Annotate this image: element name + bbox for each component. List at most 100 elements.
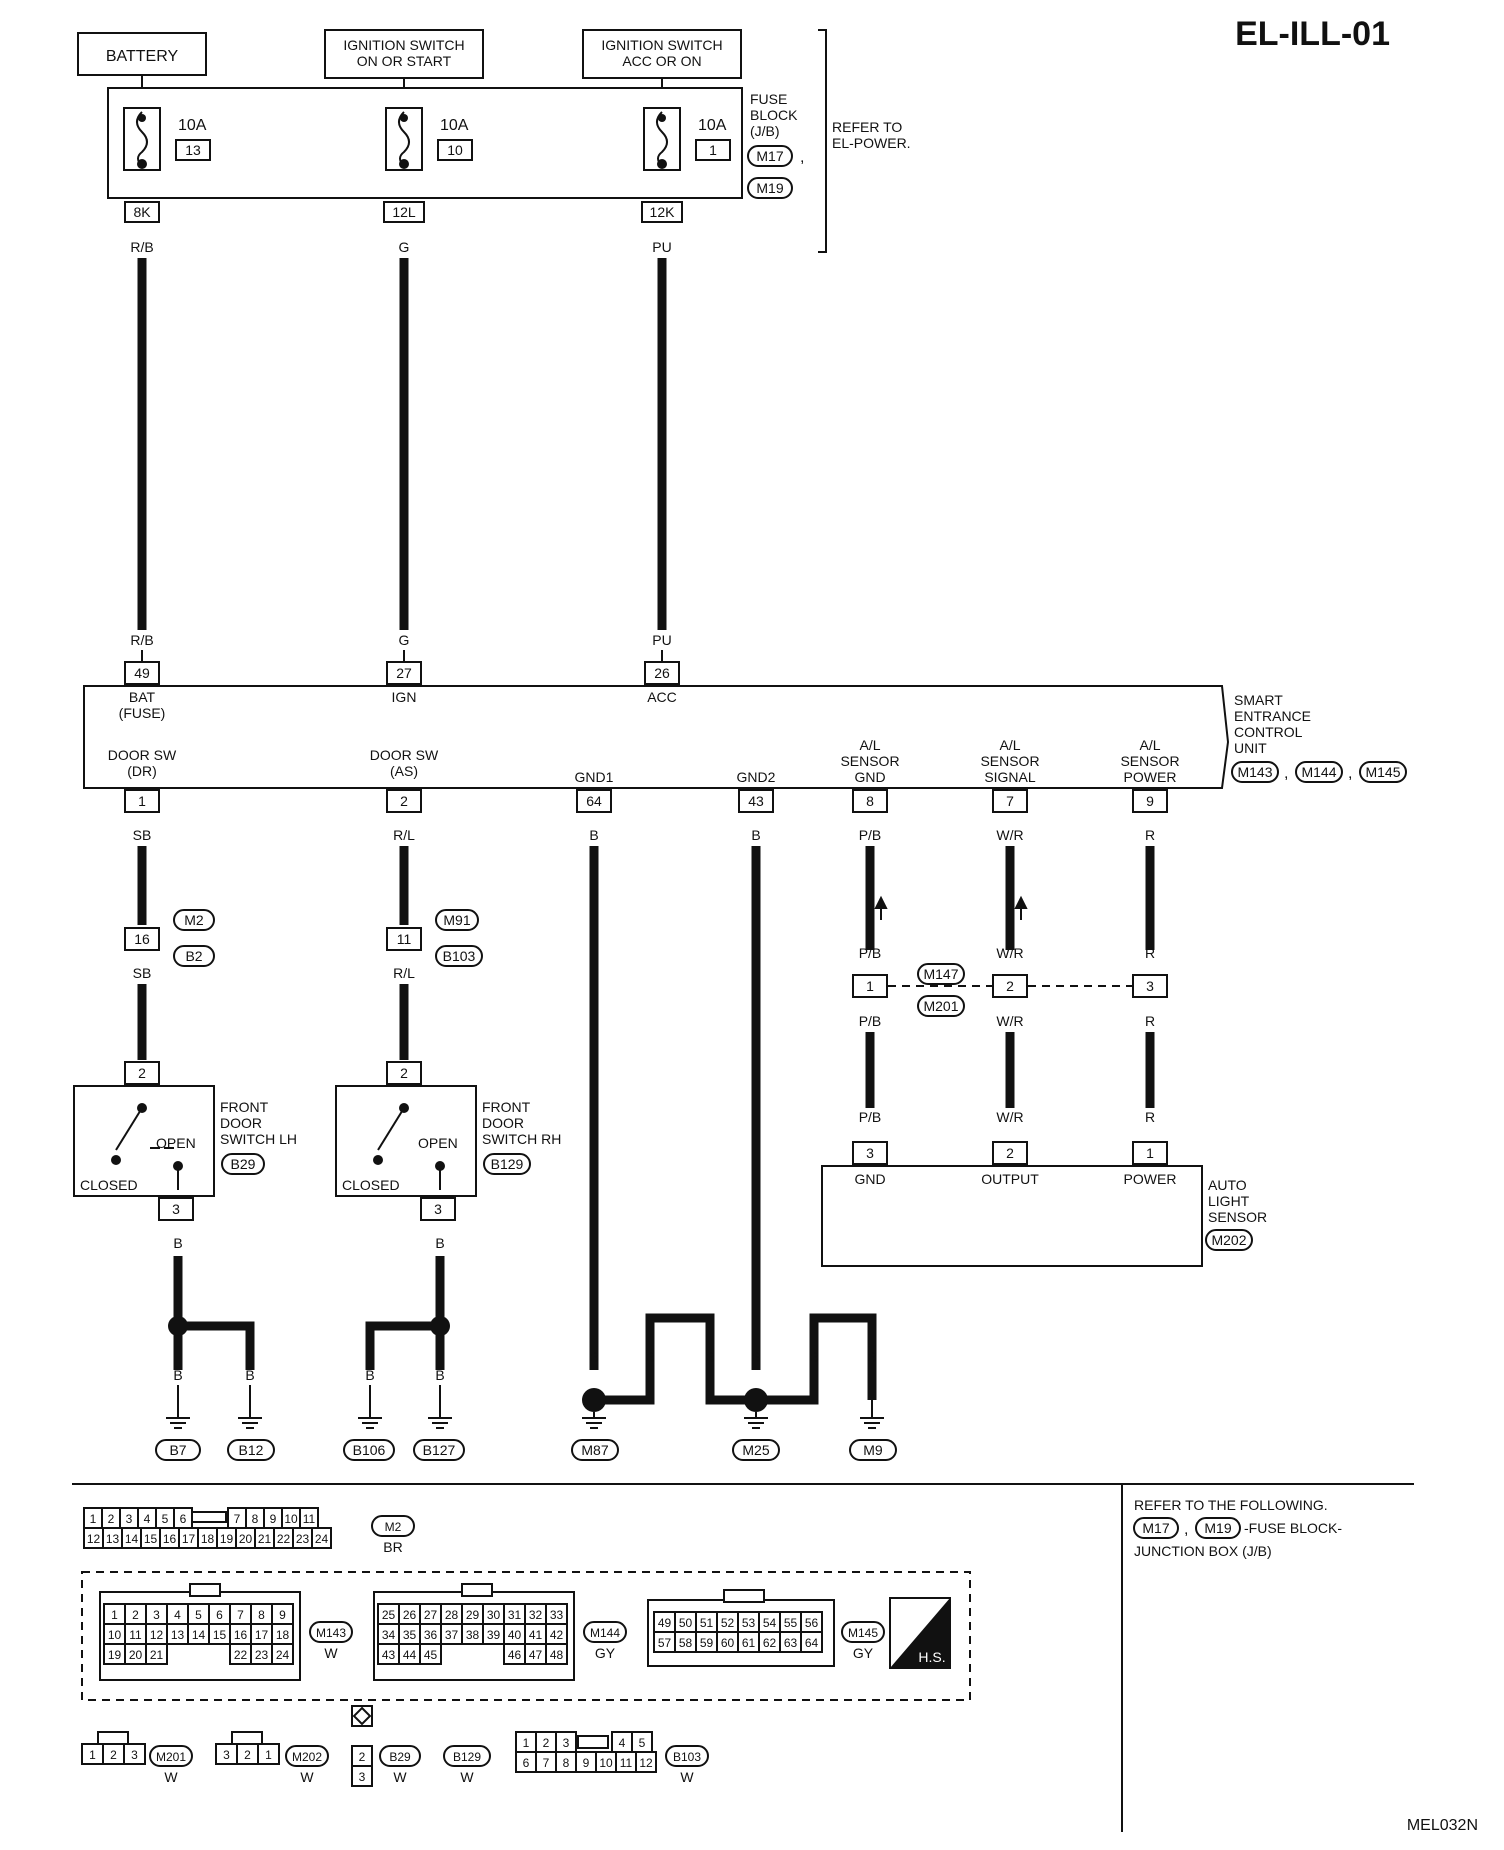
battery-label: BATTERY <box>106 48 179 65</box>
m2-pin: 16 <box>163 1532 177 1546</box>
m143-cell <box>271 1643 294 1665</box>
gnd-wire-m9: B <box>867 1349 876 1365</box>
wire-pb-label: P/B <box>859 827 882 843</box>
m2-color: BR <box>383 1539 402 1555</box>
m2-pin: 1 <box>90 1512 97 1526</box>
ignition-on-start-source: IGNITION SWITCH ON OR START <box>324 29 484 79</box>
door-lh-name-3: SWITCH LH <box>220 1131 297 1147</box>
m143-pin: 22 <box>234 1648 248 1662</box>
secu-pin-49: 49 <box>134 665 150 681</box>
auto-light-sensor: 3 2 1 GND OUTPUT POWER <box>821 1141 1203 1267</box>
m144-pin: 45 <box>424 1648 438 1662</box>
b29-pin: 2 <box>359 1750 366 1764</box>
secu-doorsw-dr-1: DOOR SW <box>108 747 177 763</box>
secu-name-4: UNIT <box>1234 740 1267 756</box>
door-lh-closed: CLOSED <box>80 1177 138 1193</box>
secu-al-power-2: SENSOR <box>1120 753 1179 769</box>
wire-gnd1-label: B <box>589 827 598 843</box>
m202-id-pill <box>285 1745 329 1767</box>
m2-cell <box>311 1527 332 1549</box>
wire-pb-sensor: P/B <box>859 1109 882 1125</box>
fuse-block-label-3: (J/B) <box>750 123 780 139</box>
secu-conn-m145: M145 <box>1365 764 1400 780</box>
als-power-label: POWER <box>1124 1171 1177 1187</box>
fuse-1-num: 1 <box>709 142 717 158</box>
m145-pin: 56 <box>805 1616 819 1630</box>
m2-pin: 18 <box>201 1532 215 1546</box>
m202-cell <box>257 1743 280 1765</box>
door-rh-name-3: SWITCH RH <box>482 1131 561 1147</box>
wire-r-label: R <box>1145 827 1155 843</box>
b103-id-pill <box>665 1745 709 1767</box>
door-rh-name-2: DOOR <box>482 1115 524 1131</box>
m144-pin: 37 <box>445 1628 459 1642</box>
als-name-1: AUTO <box>1208 1177 1247 1193</box>
wire-r-mid: R <box>1145 1013 1155 1029</box>
wire-wr-sensor: W/R <box>996 1109 1023 1125</box>
refer-to-line1: REFER TO <box>832 119 902 135</box>
m2-id-pill <box>371 1515 415 1537</box>
m144-pin: 43 <box>382 1648 396 1662</box>
m144-pin: 40 <box>508 1628 522 1642</box>
m145-pin: 60 <box>721 1636 735 1650</box>
refer-to-line2: EL-POWER. <box>832 135 911 151</box>
m143-color: W <box>324 1645 338 1661</box>
m144-pin: 34 <box>382 1628 396 1642</box>
m144-pin: 29 <box>466 1608 480 1622</box>
m143-pin: 4 <box>174 1608 181 1622</box>
secu-al-gnd-3: GND <box>854 769 885 785</box>
fuse-term-12l: 12L <box>392 204 416 220</box>
joint-rh-m91: M91 <box>443 912 470 928</box>
secu-doorsw-dr-2: (DR) <box>127 763 157 779</box>
fuse-block-label-2: BLOCK <box>750 107 798 123</box>
door-rh-conn: B129 <box>491 1156 524 1172</box>
m2-pin: 8 <box>252 1512 259 1526</box>
smart-entrance-control-unit: BAT (FUSE) IGN ACC DOOR SW (DR) DOOR SW … <box>83 685 1230 789</box>
m144-pin: 36 <box>424 1628 438 1642</box>
b29-pin: 3 <box>359 1770 366 1784</box>
secu-name-2: ENTRANCE <box>1234 708 1311 724</box>
door-lh-conn: B29 <box>231 1156 256 1172</box>
m144-pin: 35 <box>403 1628 417 1642</box>
wire-pu-top: PU <box>652 239 671 255</box>
m143-pin: 6 <box>216 1608 223 1622</box>
b29-cell <box>351 1765 373 1787</box>
m145-color: GY <box>853 1645 874 1661</box>
m143-cell <box>145 1643 168 1665</box>
battery-source: BATTERY <box>77 32 207 76</box>
m201-pin: 2 <box>110 1748 117 1762</box>
m201-cell <box>123 1743 146 1765</box>
b103-pin: 11 <box>620 1756 633 1770</box>
als-pin-3: 3 <box>866 1145 874 1161</box>
m2-pin: 10 <box>284 1512 298 1526</box>
m145-pin: 62 <box>763 1636 777 1650</box>
secu-name-1: SMART <box>1234 692 1283 708</box>
svg-text:,: , <box>1284 765 1288 782</box>
m143-pin: 21 <box>150 1648 164 1662</box>
m2-pin: 6 <box>180 1512 187 1526</box>
gnd-wire-j2: B <box>705 1349 714 1365</box>
ground-b7: B7 <box>169 1442 186 1458</box>
m144-pin: 30 <box>487 1608 501 1622</box>
ground-m87: M87 <box>581 1442 608 1458</box>
joint-rh-num: 11 <box>397 931 412 947</box>
m143-pin: 23 <box>255 1648 269 1662</box>
fuse-block-conn-m17: M17 <box>756 148 783 164</box>
door-lh-name-2: DOOR <box>220 1115 262 1131</box>
ground-m9: M9 <box>863 1442 883 1458</box>
m143-pin: 15 <box>213 1628 227 1642</box>
m2-pin: 9 <box>270 1512 277 1526</box>
fuse-term-8k: 8K <box>133 204 151 220</box>
refer-note-m17: M17 <box>1142 1520 1169 1536</box>
m202-id: M202 <box>292 1750 322 1764</box>
fuse-10-amp: 10A <box>440 117 469 134</box>
m144-pin: 33 <box>550 1608 564 1622</box>
b103-pin: 1 <box>523 1736 530 1750</box>
als-output-label: OUTPUT <box>981 1171 1039 1187</box>
m145-pin: 57 <box>658 1636 672 1650</box>
m143-pin: 18 <box>276 1628 290 1642</box>
m202-pin: 2 <box>244 1748 251 1762</box>
door-rh-name-1: FRONT <box>482 1099 531 1115</box>
ign-on-start-line2: ON OR START <box>357 53 452 69</box>
